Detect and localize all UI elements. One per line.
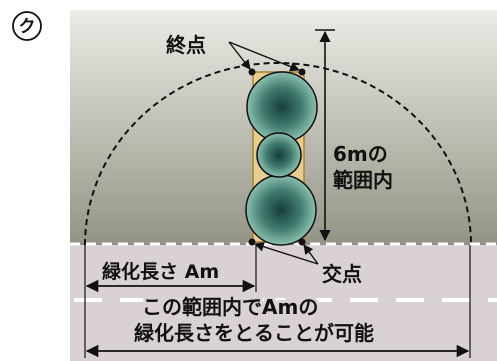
range-label-line1: 6mの bbox=[333, 142, 388, 166]
intersection-leader-right bbox=[303, 244, 319, 265]
end-point-dot-left bbox=[248, 68, 256, 76]
end-point-leader-left bbox=[228, 41, 251, 70]
note-line2: 緑化長さをとることが可能 bbox=[134, 321, 374, 345]
figure-label-badge: ク bbox=[12, 11, 42, 41]
tree-crown-top bbox=[246, 71, 318, 143]
end-point-label: 終点 bbox=[166, 33, 206, 57]
road-surface bbox=[70, 245, 497, 361]
range-label-line2: 範囲内 bbox=[333, 168, 393, 192]
intersection-label: 交点 bbox=[322, 262, 362, 286]
tree-crown-middle bbox=[256, 132, 302, 178]
figure-label-circle bbox=[12, 11, 42, 41]
intersection-leader-left bbox=[254, 241, 319, 265]
end-point-dot-right bbox=[298, 68, 306, 76]
intersection-dot-left bbox=[248, 238, 256, 246]
tree-crown-bottom bbox=[245, 174, 317, 246]
intersection-dot-right bbox=[298, 238, 306, 246]
figure-label-text: ク bbox=[19, 17, 36, 37]
green-length-label: 緑化長さ Am bbox=[102, 260, 219, 283]
note-line1: この範囲内でAmの bbox=[142, 295, 318, 319]
end-point-leader-right bbox=[228, 41, 300, 72]
range-dashed-arc bbox=[84, 62, 472, 246]
